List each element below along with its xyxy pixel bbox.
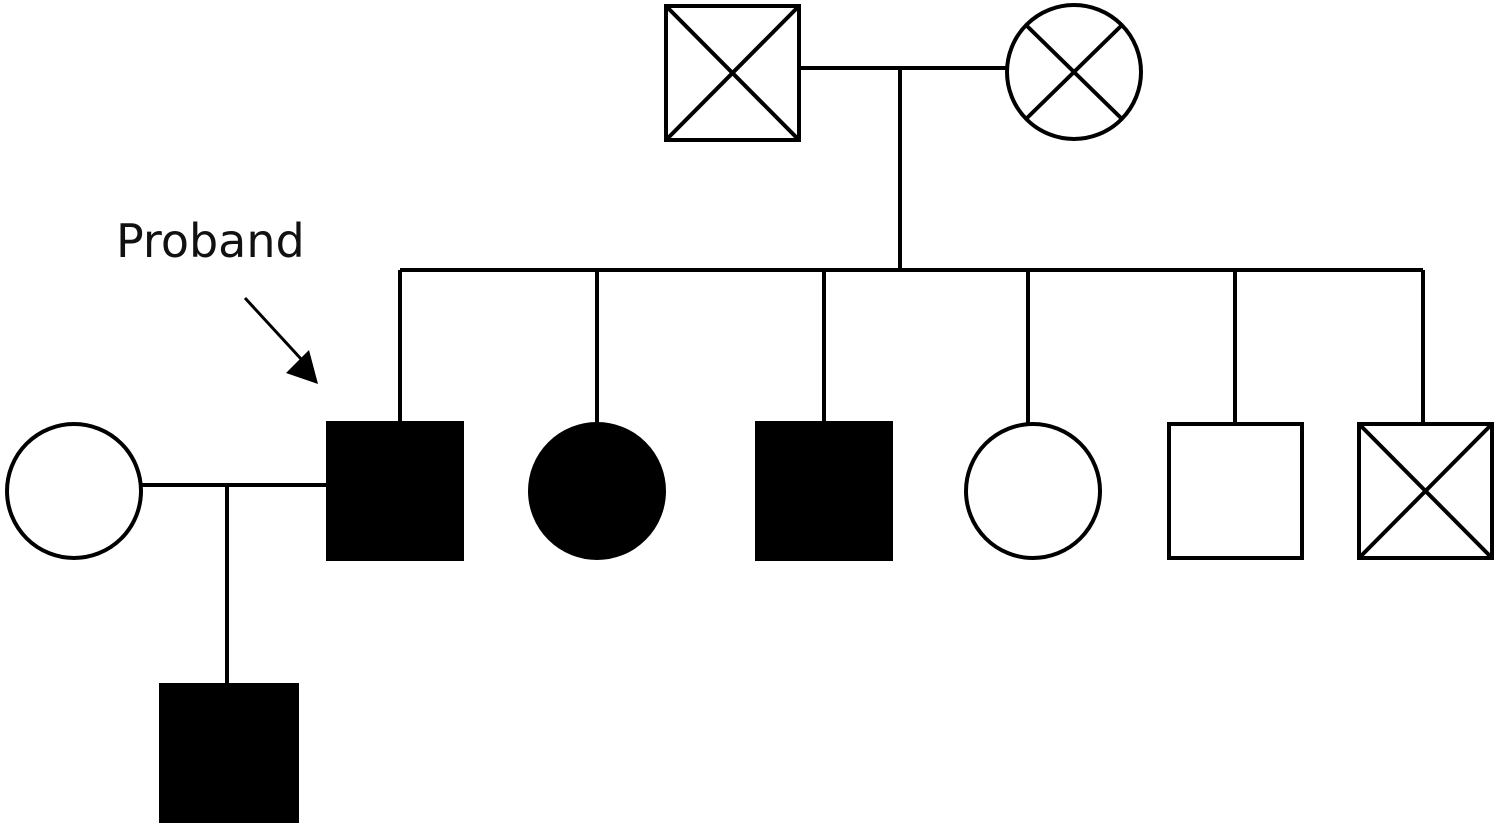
g1-father-crossed-square xyxy=(664,4,801,142)
g2-spouse-unaffected-female xyxy=(5,422,143,560)
g2-5-unaffected-male xyxy=(1167,422,1304,560)
proband-label: Proband xyxy=(116,214,305,268)
g3-1-affected-male xyxy=(159,683,299,823)
g2-1-proband-affected-male xyxy=(326,421,464,561)
g2-4-unaffected-female xyxy=(964,422,1102,560)
g1-mother-crossed-circle xyxy=(1005,3,1143,141)
g2-3-affected-male xyxy=(755,421,893,561)
g2-2-affected-female xyxy=(528,422,666,560)
g2-6-crossed-male xyxy=(1357,422,1494,560)
proband-arrow-head-icon xyxy=(286,350,318,384)
proband-arrow-shaft xyxy=(243,296,304,362)
